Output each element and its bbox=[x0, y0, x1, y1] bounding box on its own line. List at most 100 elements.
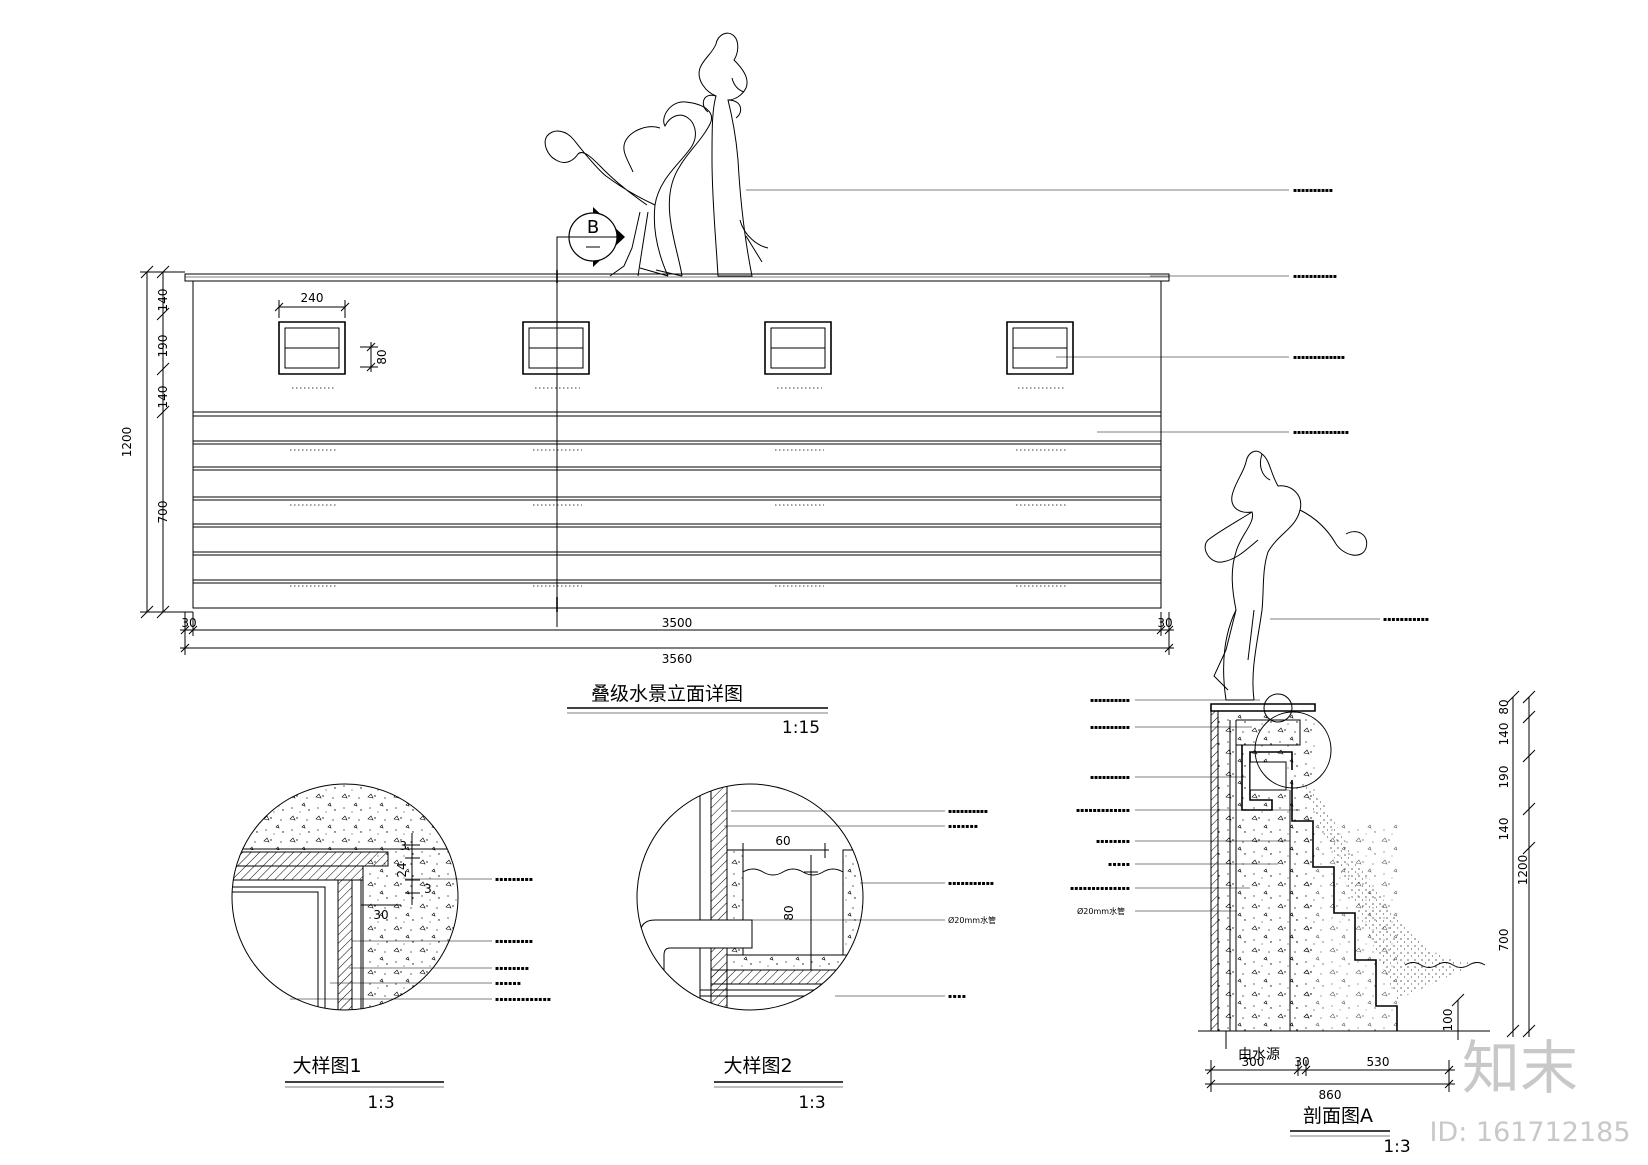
dim-opening-height: 80 bbox=[375, 349, 389, 364]
elevation-horizontal-dims bbox=[180, 612, 1174, 655]
d2-dim-60: 60 bbox=[775, 834, 790, 848]
dim-inner-length: 3500 bbox=[662, 616, 693, 630]
water-spray bbox=[1300, 780, 1488, 1000]
detail-2-circle bbox=[637, 784, 863, 1010]
detail-1-scale: 1:3 bbox=[367, 1093, 394, 1113]
section-detail-circle bbox=[1255, 712, 1331, 788]
d1-dim-30: 30 bbox=[373, 908, 388, 922]
svg-text:▪▪▪▪▪▪▪▪▪▪: ▪▪▪▪▪▪▪▪▪▪ bbox=[1293, 187, 1333, 194]
spout-opening bbox=[279, 322, 345, 374]
svg-text:▪▪▪▪▪▪▪▪▪▪▪: ▪▪▪▪▪▪▪▪▪▪▪ bbox=[1293, 273, 1337, 280]
elevation-vertical-dims bbox=[140, 266, 193, 618]
section-horizontal-dims bbox=[1205, 1060, 1455, 1092]
svg-text:▪▪▪▪▪▪▪: ▪▪▪▪▪▪▪ bbox=[948, 823, 978, 830]
svg-text:▪▪▪▪▪▪▪▪▪▪: ▪▪▪▪▪▪▪▪▪▪ bbox=[1090, 697, 1130, 704]
spout-opening bbox=[523, 322, 589, 374]
dim-lower-band: 140 bbox=[156, 386, 170, 409]
section-marker-label: B bbox=[587, 217, 599, 238]
elevation-callout-texts: ▪▪▪▪▪▪▪▪▪▪ ▪▪▪▪▪▪▪▪▪▪▪ ▪▪▪▪▪▪▪▪▪▪▪▪▪ ▪▪▪… bbox=[1293, 187, 1349, 436]
detail-2-callouts bbox=[724, 811, 945, 996]
opening-dims bbox=[275, 300, 378, 372]
dim-opening-width: 240 bbox=[301, 291, 324, 305]
detail-1-title: 大样图1 bbox=[292, 1055, 361, 1077]
watermark-brand: 知末 bbox=[1462, 1034, 1578, 1102]
sec-dim-steps: 700 bbox=[1497, 929, 1511, 952]
section-a: ▪▪▪▪▪▪▪▪▪▪ ▪▪▪▪▪▪▪▪▪▪ ▪▪▪▪▪▪▪▪▪▪ ▪▪▪▪▪▪▪… bbox=[1070, 451, 1535, 1157]
d2-dim-80: 80 bbox=[782, 905, 796, 920]
step-band-lines bbox=[193, 412, 1161, 583]
dim-steps-height: 700 bbox=[156, 501, 170, 524]
svg-text:▪▪▪▪▪▪▪▪▪: ▪▪▪▪▪▪▪▪▪ bbox=[495, 876, 533, 883]
section-title: 剖面图A bbox=[1303, 1105, 1373, 1127]
elevation-callouts bbox=[746, 190, 1289, 432]
crane-sculpture-right bbox=[699, 33, 768, 276]
detail-2-dims bbox=[739, 843, 829, 970]
sec-dim-300: 300 bbox=[1242, 1055, 1265, 1069]
svg-text:▪▪▪▪▪▪▪▪▪▪: ▪▪▪▪▪▪▪▪▪▪ bbox=[1090, 724, 1130, 731]
section-scale: 1:3 bbox=[1383, 1137, 1410, 1157]
sec-dim-860: 860 bbox=[1319, 1088, 1342, 1102]
detail-2-title: 大样图2 bbox=[723, 1055, 792, 1077]
section-callouts bbox=[1135, 700, 1300, 911]
section-callout-texts: ▪▪▪▪▪▪▪▪▪▪ ▪▪▪▪▪▪▪▪▪▪ ▪▪▪▪▪▪▪▪▪▪ ▪▪▪▪▪▪▪… bbox=[1070, 697, 1130, 892]
dim-end-left: 30 bbox=[181, 616, 196, 630]
detail-2-scale: 1:3 bbox=[798, 1093, 825, 1113]
svg-text:▪▪▪▪▪▪▪▪▪▪▪: ▪▪▪▪▪▪▪▪▪▪▪ bbox=[948, 880, 994, 887]
sec-dim-top: 80 bbox=[1497, 699, 1511, 714]
dim-overall-length: 3560 bbox=[662, 652, 693, 666]
detail-2: ▪▪▪▪▪▪▪▪▪▪ ▪▪▪▪▪▪▪ ▪▪▪▪▪▪▪▪▪▪▪ ▪▪▪▪ Ø20m… bbox=[637, 784, 996, 1113]
sec-water-source: 由水源 bbox=[1238, 1047, 1280, 1063]
sec-dim-base: 100 bbox=[1441, 1009, 1455, 1032]
sec-dim-190: 190 bbox=[1497, 766, 1511, 789]
svg-text:▪▪▪▪▪▪▪▪▪▪▪▪▪: ▪▪▪▪▪▪▪▪▪▪▪▪▪ bbox=[495, 996, 551, 1003]
detail-2-callout-texts: ▪▪▪▪▪▪▪▪▪▪ ▪▪▪▪▪▪▪ ▪▪▪▪▪▪▪▪▪▪▪ ▪▪▪▪ bbox=[948, 808, 994, 1000]
section-marker: B bbox=[569, 207, 625, 267]
svg-text:▪▪▪▪▪▪▪▪▪: ▪▪▪▪▪▪▪▪▪ bbox=[495, 938, 533, 945]
spout-openings bbox=[279, 322, 1073, 374]
spout-opening bbox=[765, 322, 831, 374]
svg-text:▪▪▪▪▪▪▪▪▪▪▪▪▪▪: ▪▪▪▪▪▪▪▪▪▪▪▪▪▪ bbox=[1293, 429, 1349, 436]
svg-text:▪▪▪▪: ▪▪▪▪ bbox=[948, 993, 966, 1000]
svg-text:▪▪▪▪▪▪▪▪▪▪: ▪▪▪▪▪▪▪▪▪▪ bbox=[948, 808, 988, 815]
dim-mid-band: 190 bbox=[156, 335, 170, 358]
detail-1-circle bbox=[232, 784, 458, 1010]
sec-dim-530: 530 bbox=[1367, 1055, 1390, 1069]
watermark-id: ID: 161712185 bbox=[1429, 1117, 1630, 1148]
svg-text:▪▪▪▪▪▪▪▪: ▪▪▪▪▪▪▪▪ bbox=[1096, 838, 1130, 845]
dim-total-height: 1200 bbox=[120, 427, 134, 458]
crane-sculpture-section bbox=[1205, 451, 1367, 700]
d1-dim-24: 24 bbox=[395, 862, 409, 877]
svg-text:▪▪▪▪▪▪▪▪▪▪▪▪▪▪: ▪▪▪▪▪▪▪▪▪▪▪▪▪▪ bbox=[1070, 885, 1130, 892]
section-pipe-callout: Ø20mm水管 bbox=[1077, 906, 1125, 916]
svg-text:▪▪▪▪▪▪▪▪▪▪: ▪▪▪▪▪▪▪▪▪▪ bbox=[1090, 774, 1130, 781]
detail-1-dims bbox=[361, 833, 420, 905]
sec-dim-140b: 140 bbox=[1497, 818, 1511, 841]
detail-1: ▪▪▪▪▪▪▪▪▪ ▪▪▪▪▪▪▪▪▪ ▪▪▪▪▪▪▪▪ ▪▪▪▪▪▪ ▪▪▪▪… bbox=[220, 780, 551, 1113]
d2-pipe-callout: Ø20mm水管 bbox=[948, 915, 996, 925]
detail-1-callout-texts: ▪▪▪▪▪▪▪▪▪ ▪▪▪▪▪▪▪▪▪ ▪▪▪▪▪▪▪▪ ▪▪▪▪▪▪ ▪▪▪▪… bbox=[495, 876, 551, 1003]
elevation-scale: 1:15 bbox=[782, 718, 820, 738]
elevation-view: B ▪▪▪▪▪▪▪▪▪▪ ▪▪▪▪▪▪▪▪▪▪▪ ▪▪▪▪▪▪▪▪▪ bbox=[120, 33, 1349, 738]
sec-dim-140a: 140 bbox=[1497, 723, 1511, 746]
svg-text:▪▪▪▪▪▪▪▪▪▪▪: ▪▪▪▪▪▪▪▪▪▪▪ bbox=[1383, 616, 1429, 623]
crane-sculpture-left bbox=[545, 102, 711, 276]
section-cut-line bbox=[557, 237, 593, 627]
svg-text:▪▪▪▪▪▪: ▪▪▪▪▪▪ bbox=[495, 980, 521, 987]
dim-end-right: 30 bbox=[1157, 616, 1172, 630]
elevation-title: 叠级水景立面详图 bbox=[591, 683, 743, 705]
section-detail-circle-small bbox=[1264, 694, 1292, 722]
detail-1-callouts bbox=[290, 879, 492, 999]
d1-dim-3a: 3 bbox=[399, 839, 407, 853]
section-vertical-dims bbox=[1452, 691, 1535, 1040]
svg-text:▪▪▪▪▪▪▪▪▪▪▪▪▪: ▪▪▪▪▪▪▪▪▪▪▪▪▪ bbox=[1076, 807, 1130, 814]
spout-opening bbox=[1007, 322, 1073, 374]
surface-marks bbox=[290, 388, 1066, 586]
svg-text:▪▪▪▪▪: ▪▪▪▪▪ bbox=[1108, 861, 1130, 868]
sec-dim-30: 30 bbox=[1294, 1055, 1309, 1069]
section-top-callout-text: ▪▪▪▪▪▪▪▪▪▪▪ bbox=[1383, 616, 1429, 623]
d1-dim-3b: 3 bbox=[424, 882, 432, 896]
sec-dim-total: 1200 bbox=[1516, 855, 1530, 886]
svg-text:▪▪▪▪▪▪▪▪▪▪▪▪▪: ▪▪▪▪▪▪▪▪▪▪▪▪▪ bbox=[1293, 354, 1345, 361]
dim-top-band: 140 bbox=[156, 289, 170, 312]
